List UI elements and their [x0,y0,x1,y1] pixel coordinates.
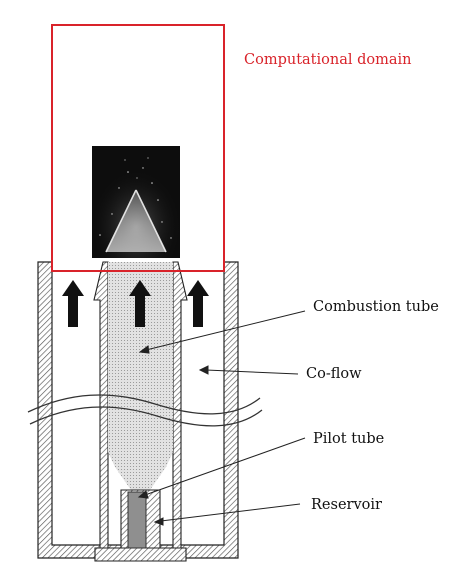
combustion-flow-region [108,262,173,490]
leader-pilot-tube [137,437,306,499]
label-computational-domain: Computational domain [244,52,411,68]
label-coflow: Co-flow [306,366,362,382]
flow-arrows [62,280,209,327]
leader-combustion-tube [138,310,306,354]
combustion-tube-walls [93,261,188,562]
label-reservoir: Reservoir [311,497,382,513]
up-arrow-icon [187,280,209,327]
computational-domain-box [51,24,225,272]
up-arrow-icon [129,280,151,327]
label-combustion-tube: Combustion tube [313,299,439,315]
flame-image [92,146,180,258]
leader-reservoir [153,503,301,526]
pilot-tube [127,491,147,549]
break-lines [27,394,263,427]
leader-lines [137,310,306,526]
leader-coflow [198,365,299,375]
label-pilot-tube: Pilot tube [313,431,384,447]
up-arrow-icon [62,280,84,327]
